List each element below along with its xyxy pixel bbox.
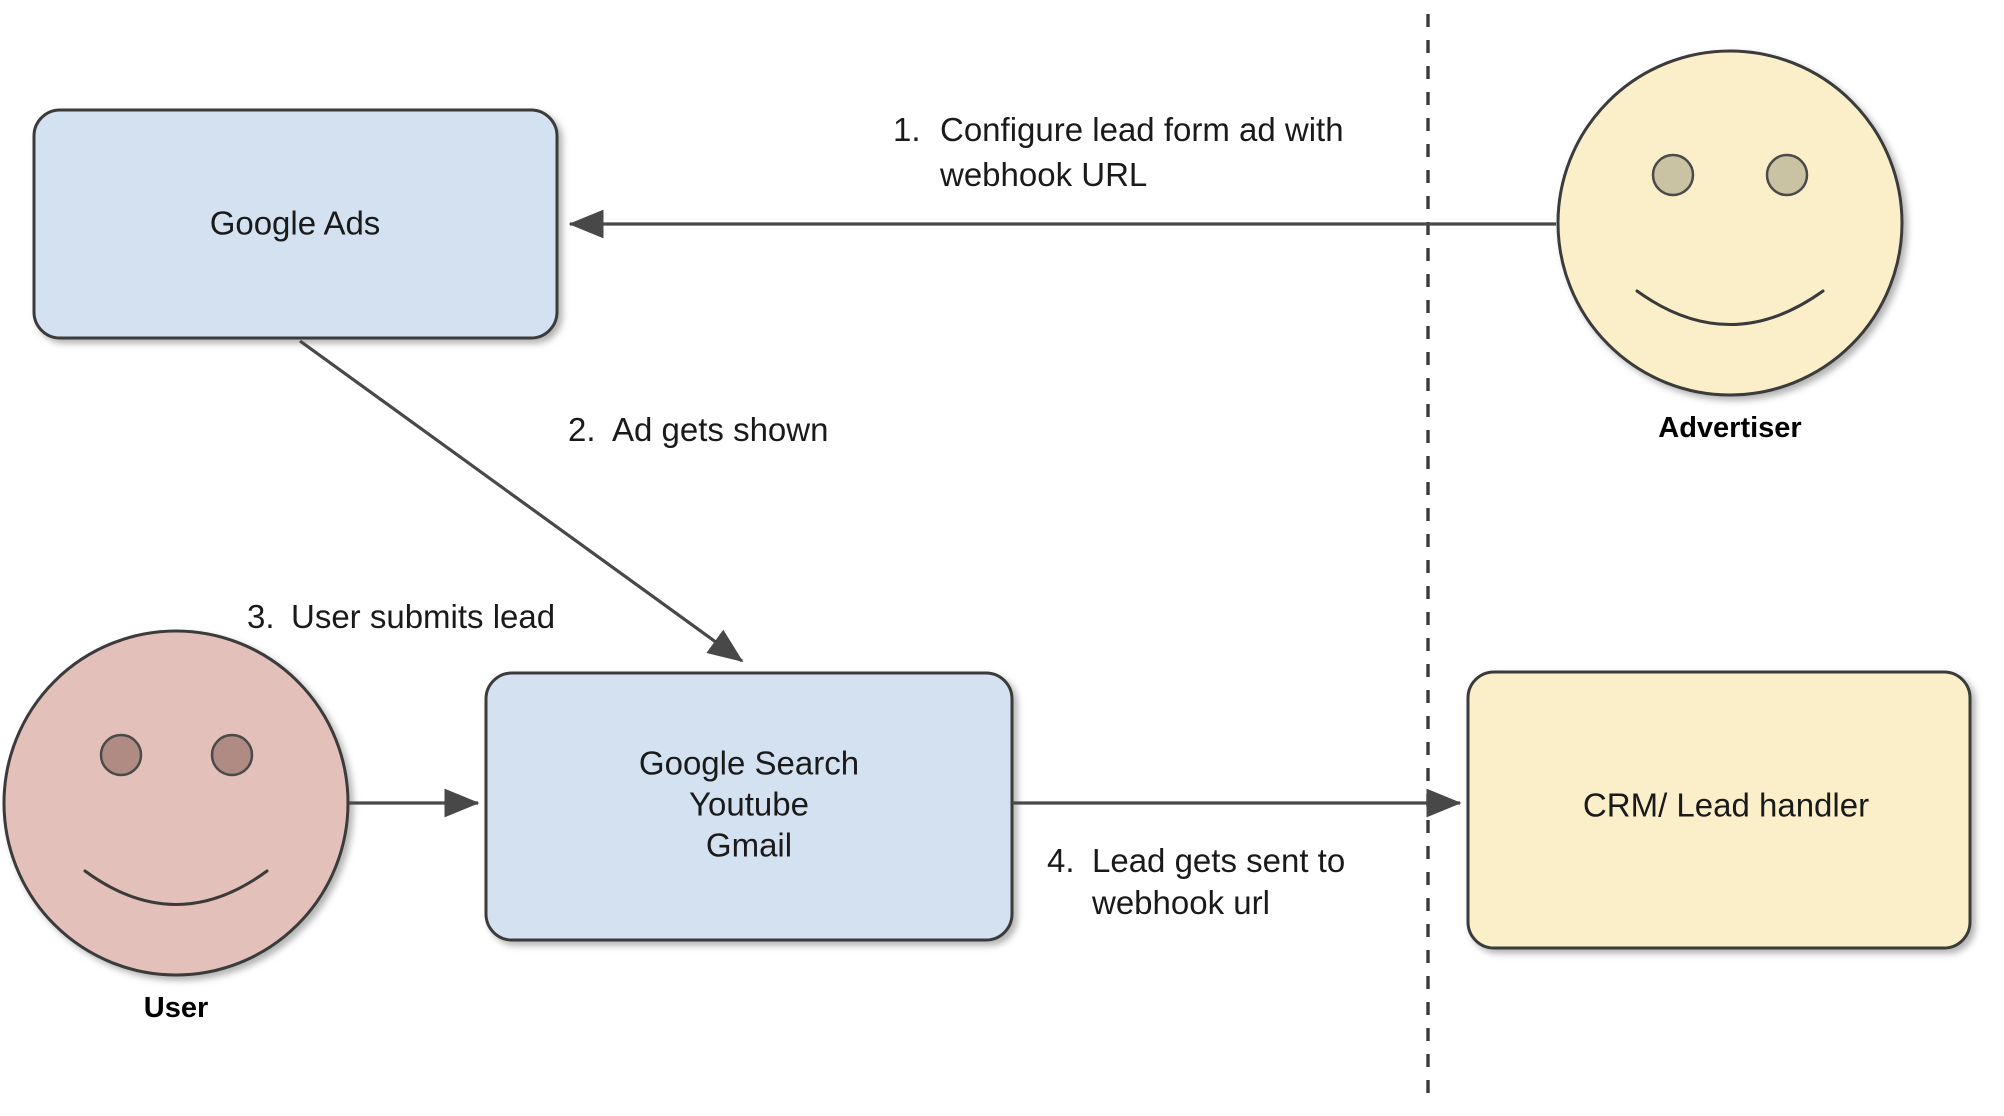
edge-4-label-line-2: webhook url (1091, 884, 1270, 921)
advertiser-left-eye-icon (1651, 153, 1695, 197)
edge-1-number: 1. (893, 111, 921, 148)
edge-1-advertiser-to-google-ads[interactable]: 1. Configure lead form ad with webhook U… (568, 111, 1556, 239)
node-crm-lead-handler[interactable]: CRM/ Lead handler (1466, 670, 1972, 950)
edge-3-number: 3. (247, 598, 275, 635)
advertiser-smile-icon (1635, 289, 1825, 326)
google-ads-box-shape (32, 108, 559, 340)
edge-4-surfaces-to-crm[interactable]: 4. Lead gets sent to webhook url (1012, 788, 1462, 921)
google-surfaces-label-line-2: Youtube (689, 786, 809, 823)
google-surfaces-label-line-1: Google Search (639, 745, 859, 782)
actor-advertiser[interactable]: Advertiser (1556, 49, 1904, 444)
google-surfaces-label-line-3: Gmail (706, 827, 792, 864)
edge-3-label-line-1: User submits lead (291, 598, 555, 635)
advertiser-face-circle (1556, 49, 1904, 397)
user-right-eye-icon (210, 733, 254, 777)
edge-1-label-line-1: Configure lead form ad with (940, 111, 1344, 148)
advertiser-right-eye-icon (1765, 153, 1809, 197)
user-left-eye-icon (99, 733, 143, 777)
google-surfaces-box-shape (484, 671, 1014, 942)
edge-2-number: 2. (568, 411, 596, 448)
edge-1-label-line-2: webhook URL (939, 156, 1147, 193)
edge-3-user-to-surfaces[interactable]: 3. User submits lead (247, 598, 555, 818)
actor-user[interactable]: User (2, 629, 350, 1024)
edge-2-arrow (299, 339, 744, 663)
crm-lead-handler-box-shape (1466, 670, 1972, 950)
advertiser-label: Advertiser (1658, 412, 1801, 444)
user-face-circle (2, 629, 350, 977)
node-google-surfaces[interactable]: Google Search Youtube Gmail (484, 671, 1014, 942)
edge-2-label-line-1: Ad gets shown (612, 411, 828, 448)
user-label: User (144, 992, 209, 1024)
crm-lead-handler-label: CRM/ Lead handler (1583, 787, 1869, 824)
edge-4-label-line-1: Lead gets sent to (1092, 842, 1345, 879)
edge-4-number: 4. (1047, 842, 1075, 879)
user-smile-icon (83, 869, 269, 906)
edge-2-google-ads-to-surfaces[interactable]: 2. Ad gets shown (299, 339, 828, 663)
google-ads-label: Google Ads (210, 205, 381, 242)
node-google-ads[interactable]: Google Ads (32, 108, 559, 340)
